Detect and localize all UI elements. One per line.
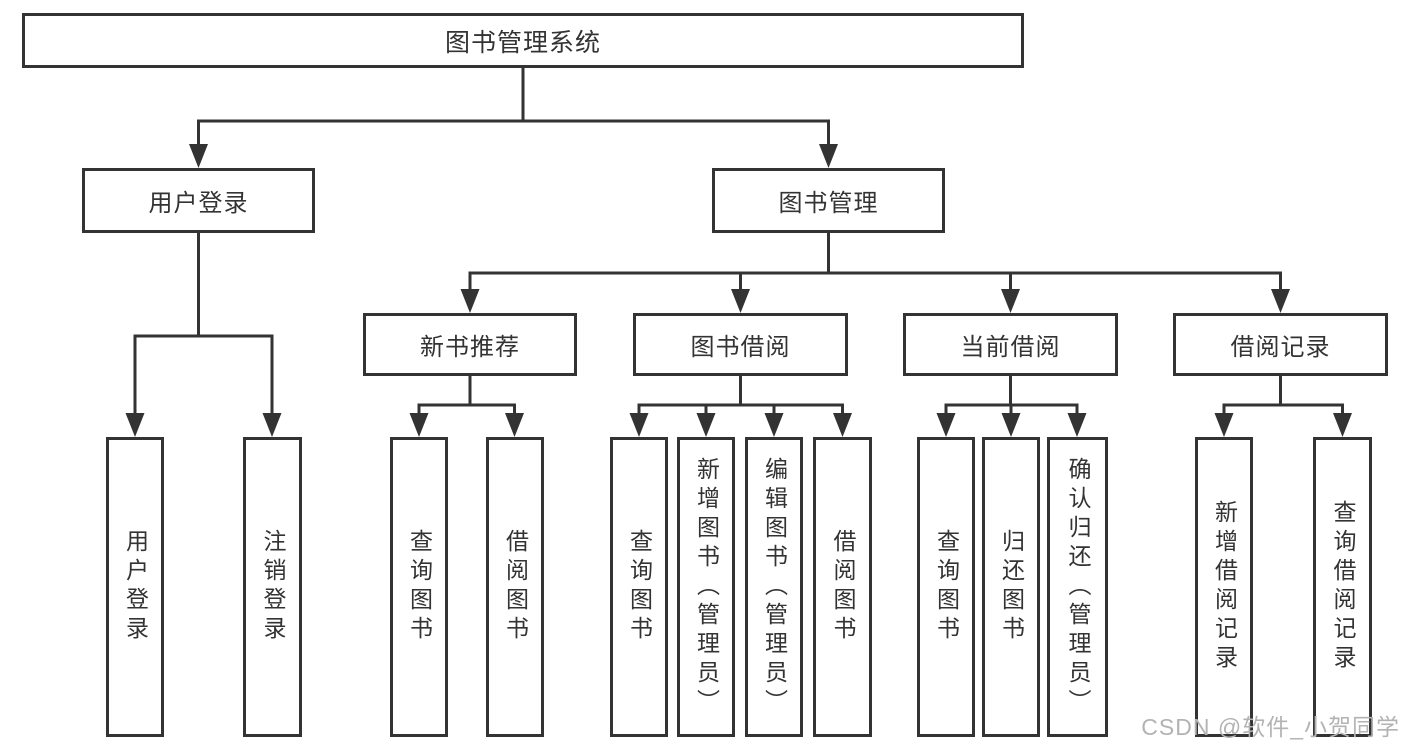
leaf-nb-borrow-books-label: 借阅图书 xyxy=(502,529,529,645)
arrowhead-down-icon xyxy=(1214,413,1234,437)
leaf-user-login: 用户登录 xyxy=(106,437,164,737)
leaf-user-login-label: 用户登录 xyxy=(122,529,149,645)
connector-root-to-level2 xyxy=(189,68,838,168)
arrowhead-down-icon xyxy=(833,413,852,437)
arrowhead-down-icon xyxy=(1001,413,1021,437)
leaf-br-query-record-label: 查询借阅记录 xyxy=(1330,500,1356,674)
leaf-bb-borrow-books-label: 借阅图书 xyxy=(830,529,856,645)
node-book-management: 图书管理 xyxy=(712,168,945,233)
leaf-br-query-record: 查询借阅记录 xyxy=(1313,437,1372,737)
leaf-bb-edit-books-admin: 编辑图书（管理员） xyxy=(745,437,803,737)
leaf-nb-query-books: 查询图书 xyxy=(390,437,448,737)
arrowhead-down-icon xyxy=(1271,289,1290,313)
leaf-bb-query-books-label: 查询图书 xyxy=(626,529,653,645)
connector-user-login-branch xyxy=(125,233,282,437)
node-new-book-recommend: 新书推荐 xyxy=(363,313,577,376)
node-book-borrowing: 图书借阅 xyxy=(633,313,848,376)
leaf-br-add-record-label: 新增借阅记录 xyxy=(1211,500,1238,674)
arrowhead-down-icon xyxy=(505,413,524,437)
node-current-borrowing-label: 当前借阅 xyxy=(960,334,1061,361)
leaf-bb-edit-books-admin-label: 编辑图书（管理员） xyxy=(761,456,788,718)
leaf-logout-label: 注销登录 xyxy=(260,529,286,645)
leaf-bb-add-books-admin: 新增图书（管理员） xyxy=(677,437,735,737)
leaf-cb-confirm-return-admin: 确认归还（管理员） xyxy=(1047,437,1108,737)
node-borrowing-records-label: 借阅记录 xyxy=(1230,334,1331,361)
leaf-cb-return-books: 归还图书 xyxy=(982,437,1040,737)
connector-records-branch xyxy=(1214,376,1352,437)
arrowhead-down-icon xyxy=(764,413,784,437)
node-new-book-recommend-label: 新书推荐 xyxy=(420,334,520,361)
node-root-label: 图书管理系统 xyxy=(444,28,601,57)
node-book-management-label: 图书管理 xyxy=(778,190,879,217)
arrowhead-down-icon xyxy=(1001,289,1020,313)
arrowhead-down-icon xyxy=(189,144,208,168)
arrowhead-down-icon xyxy=(1067,413,1087,437)
arrowhead-down-icon xyxy=(125,413,145,437)
leaf-cb-query-books: 查询图书 xyxy=(917,437,975,737)
connector-new-books-branch xyxy=(409,376,524,437)
arrowhead-down-icon xyxy=(696,413,716,437)
connector-current-branch xyxy=(936,376,1087,437)
leaf-br-add-record: 新增借阅记录 xyxy=(1195,437,1253,737)
connector-book-mgmt-to-level3 xyxy=(460,233,1290,313)
node-user-login: 用户登录 xyxy=(82,168,315,233)
leaf-bb-query-books: 查询图书 xyxy=(610,437,668,737)
leaf-nb-query-books-label: 查询图书 xyxy=(406,529,433,645)
connector-borrowing-branch xyxy=(629,376,852,437)
arrowhead-down-icon xyxy=(936,413,956,437)
arrowhead-down-icon xyxy=(409,413,429,437)
node-user-login-label: 用户登录 xyxy=(148,190,249,217)
leaf-cb-query-books-label: 查询图书 xyxy=(933,529,960,645)
arrowhead-down-icon xyxy=(460,289,480,313)
node-book-borrowing-label: 图书借阅 xyxy=(690,334,791,361)
node-root-system: 图书管理系统 xyxy=(22,13,1024,68)
leaf-cb-return-books-label: 归还图书 xyxy=(998,529,1025,645)
leaf-bb-add-books-admin-label: 新增图书（管理员） xyxy=(693,456,720,718)
arrowhead-down-icon xyxy=(1333,413,1352,437)
leaf-bb-borrow-books: 借阅图书 xyxy=(813,437,872,737)
arrowhead-down-icon xyxy=(629,413,649,437)
leaf-cb-confirm-return-admin-label: 确认归还（管理员） xyxy=(1065,456,1091,718)
node-borrowing-records: 借阅记录 xyxy=(1173,313,1388,376)
arrowhead-down-icon xyxy=(262,413,282,437)
leaf-logout: 注销登录 xyxy=(243,437,302,737)
leaf-nb-borrow-books: 借阅图书 xyxy=(486,437,544,737)
arrowhead-down-icon xyxy=(731,289,750,313)
node-current-borrowing: 当前借阅 xyxy=(903,313,1118,376)
arrowhead-down-icon xyxy=(819,144,838,168)
